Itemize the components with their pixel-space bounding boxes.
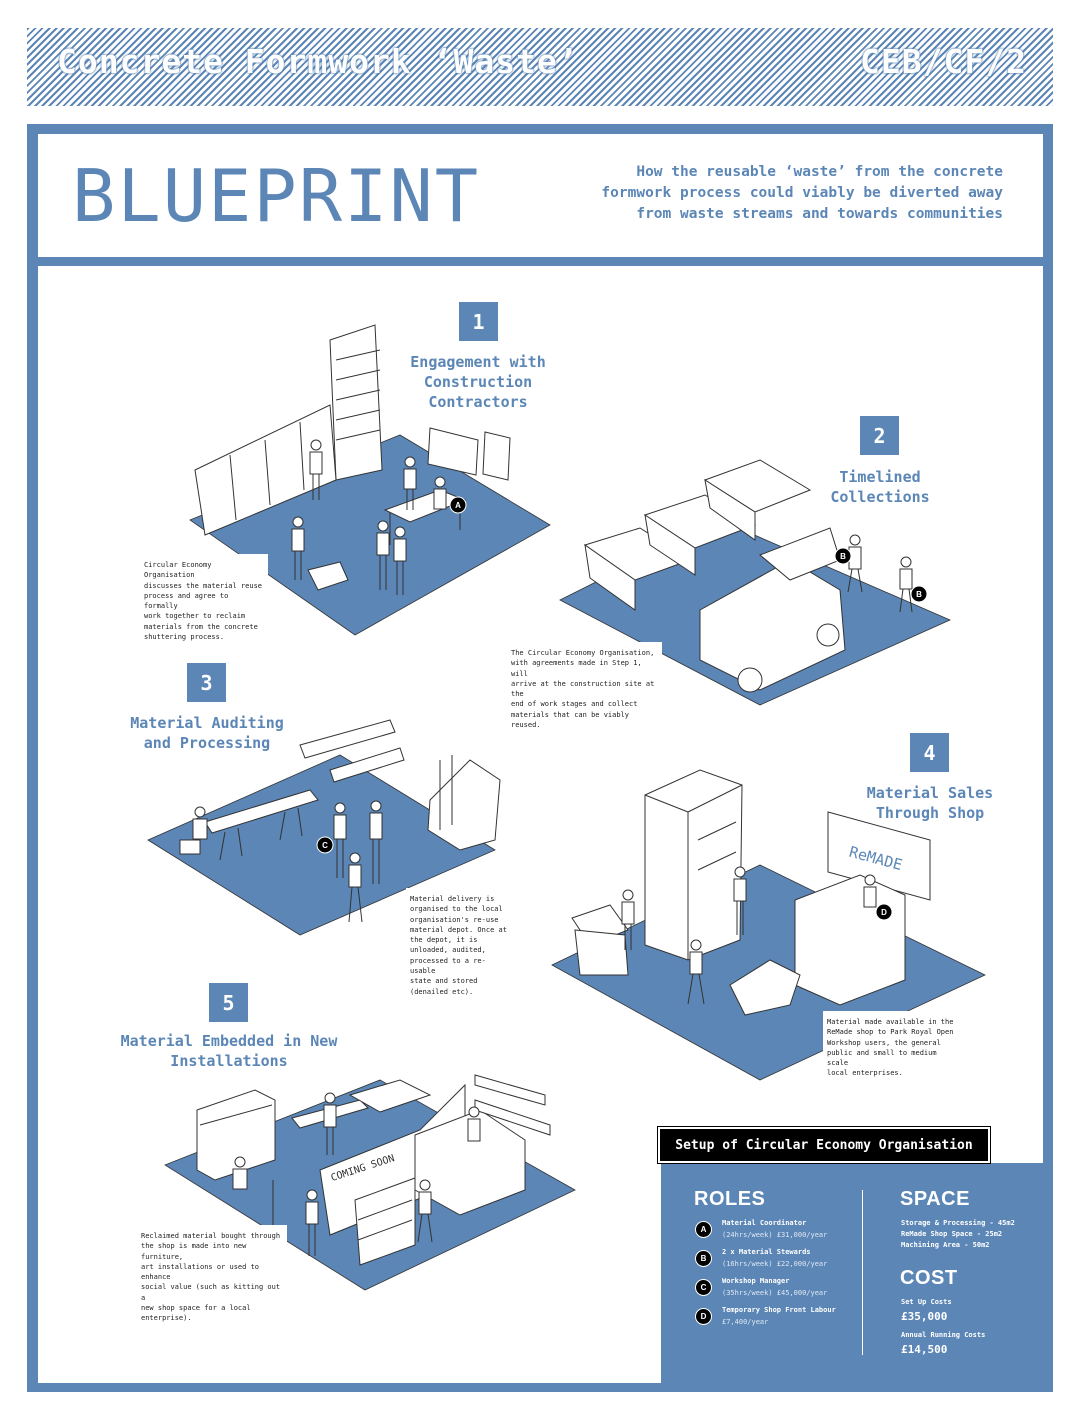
role-name: Material Coordinator	[722, 1219, 807, 1227]
step-2-caption: The Circular Economy Organisation,with a…	[507, 642, 662, 737]
role-badge-d: D	[695, 1308, 712, 1325]
marker-b: B	[840, 552, 846, 561]
page-title: BLUEPRINT	[72, 154, 481, 238]
role-detail: (35hrs/week) £45,000/year	[722, 1289, 828, 1297]
setup-divider	[862, 1190, 863, 1355]
space-line: Storage & Processing - 45m2	[901, 1219, 1015, 1227]
running-cost-label: Annual Running Costs	[901, 1331, 986, 1339]
role-markers: A B B C D	[316, 496, 928, 921]
marker-d: D	[881, 908, 887, 917]
role-name: Temporary Shop Front Labour	[722, 1306, 836, 1314]
subtitle-line: How the reusable ‘waste’ from the concre…	[636, 164, 1003, 180]
role-detail: (16hrs/week) £22,000/year	[722, 1260, 828, 1268]
role-detail: (24hrs/week) £31,000/year	[722, 1231, 828, 1239]
running-cost-value: £14,500	[901, 1343, 948, 1356]
space-line: Machining Area - 50m2	[901, 1241, 990, 1249]
header-title: Concrete Formwork ‘Waste’	[57, 42, 579, 81]
marker-a: A	[455, 501, 461, 510]
marker-b: B	[916, 590, 922, 599]
scene-3-drawing	[179, 719, 501, 923]
roles-heading: ROLES	[694, 1188, 766, 1210]
scene-1-drawing	[194, 324, 511, 595]
cost-heading: COST	[900, 1267, 958, 1289]
subtitle-line: from waste streams and towards communiti…	[636, 206, 1003, 222]
setup-panel	[661, 1163, 1043, 1383]
header-code: CEB/CF/2	[860, 42, 1027, 81]
role-name: 2 x Material Stewards	[722, 1248, 811, 1256]
step-3-number: 3	[187, 663, 226, 702]
role-badge-c: C	[695, 1279, 712, 1296]
space-line: ReMade Shop Space - 25m2	[901, 1230, 1003, 1238]
scene-5-drawing	[196, 1074, 551, 1266]
title-panel: BLUEPRINT How the reusable ‘waste’ from …	[38, 134, 1043, 257]
page-subtitle: How the reusable ‘waste’ from the concre…	[533, 162, 1003, 225]
header-band: Concrete Formwork ‘Waste’ CEB/CF/2	[27, 28, 1053, 106]
role-badge-a: A	[695, 1221, 712, 1238]
step-2-number: 2	[860, 416, 899, 455]
step-1-number: 1	[459, 302, 498, 341]
setup-title: Setup of Circular Economy Organisation	[657, 1126, 991, 1164]
setup-cost-label: Set Up Costs	[901, 1298, 952, 1306]
subtitle-line: formwork process could viably be diverte…	[601, 185, 1003, 201]
space-heading: SPACE	[900, 1188, 970, 1210]
marker-c: C	[322, 841, 328, 850]
role-name: Workshop Manager	[722, 1277, 790, 1285]
role-badge-b: B	[695, 1250, 712, 1267]
setup-cost-value: £35,000	[901, 1310, 948, 1323]
role-detail: £7,400/year	[722, 1318, 769, 1326]
step-4-number: 4	[910, 733, 949, 772]
step-5-number: 5	[209, 983, 248, 1022]
